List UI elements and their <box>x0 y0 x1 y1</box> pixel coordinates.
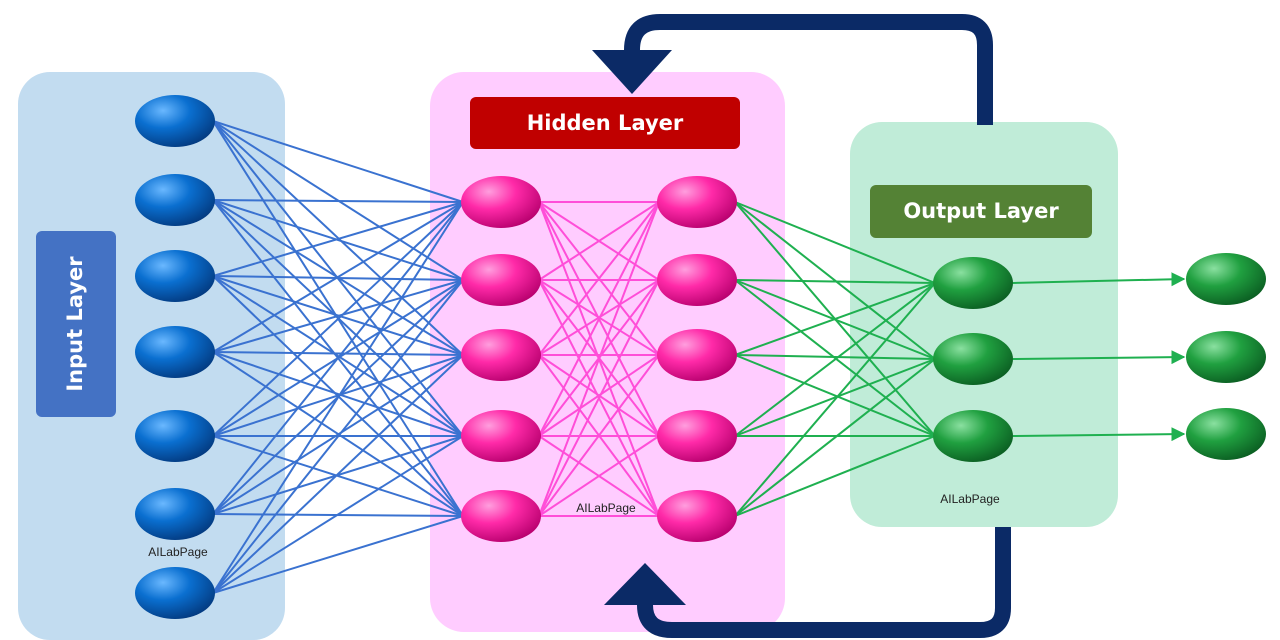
neurons <box>135 95 1266 619</box>
hidden-output-edge <box>734 282 936 517</box>
input-hidden-edge <box>212 201 464 515</box>
input-layer-label-box: Input Layer <box>36 231 116 417</box>
hidden-layer-label-box: Hidden Layer <box>470 97 740 149</box>
output-neuron <box>933 257 1013 309</box>
hidden-output-edge <box>734 282 936 437</box>
hidden-hidden-edge <box>538 354 660 517</box>
hidden-hidden-edge <box>538 354 660 437</box>
input-hidden-edge <box>212 201 464 277</box>
input-layer-label: Input Layer <box>63 256 87 392</box>
hidden-neuron <box>657 490 737 542</box>
hidden-layer-label: Hidden Layer <box>527 111 684 135</box>
output-arrow <box>1012 427 1186 442</box>
input-hidden-edge <box>212 354 464 594</box>
hidden-output-edge <box>734 354 936 360</box>
hidden-output-edge <box>734 282 936 356</box>
hidden-neuron <box>461 176 541 228</box>
hidden-output-edge <box>734 358 936 437</box>
hidden-hidden-edge <box>538 279 660 517</box>
hidden-hidden-edge <box>538 201 660 356</box>
input-neuron <box>135 174 215 226</box>
output-neuron <box>933 333 1013 385</box>
hidden-output-edge <box>734 354 936 437</box>
hidden-neuron <box>657 329 737 381</box>
input-hidden-edge <box>212 201 464 353</box>
input-hidden-edge <box>212 279 464 353</box>
hidden-output-edge <box>734 435 936 517</box>
hidden-neuron <box>461 410 541 462</box>
input-neuron <box>135 410 215 462</box>
input-hidden-edge <box>212 201 464 594</box>
final-output-neuron <box>1186 253 1266 305</box>
input-hidden-edge <box>212 201 464 437</box>
input-hidden-edge <box>212 354 464 515</box>
final-output-neuron <box>1186 408 1266 460</box>
input-hidden-edge <box>212 515 464 594</box>
feedback-loop-top <box>592 14 993 125</box>
input-hidden-edge <box>212 351 464 356</box>
hidden-hidden-edge <box>538 435 660 517</box>
hidden-neuron <box>657 176 737 228</box>
output-neuron <box>933 410 1013 462</box>
hidden-neuron <box>657 254 737 306</box>
hidden-output-edge <box>734 201 936 284</box>
input-neuron <box>135 95 215 147</box>
hidden-neuron <box>461 329 541 381</box>
output-layer-label: Output Layer <box>903 199 1059 223</box>
input-hidden-edge <box>212 279 464 594</box>
input-hidden-edge <box>212 199 464 203</box>
watermark-hidden: AILabPage <box>576 501 636 515</box>
watermark-output: AILabPage <box>940 492 1000 506</box>
input-hidden-edge <box>212 120 464 203</box>
hidden-neuron <box>461 490 541 542</box>
hidden-output-edge <box>734 358 936 517</box>
output-layer-label-box: Output Layer <box>870 185 1092 238</box>
hidden-hidden-edge <box>538 201 660 437</box>
input-hidden-edge <box>212 351 464 437</box>
hidden-neuron <box>657 410 737 462</box>
input-neuron <box>135 250 215 302</box>
input-neuron <box>135 488 215 540</box>
watermark-input: AILabPage <box>148 545 208 559</box>
feedback-loop-bottom <box>604 527 1011 638</box>
input-hidden-edge <box>212 354 464 437</box>
input-neuron <box>135 326 215 378</box>
input-hidden-edge <box>212 435 464 594</box>
hidden-output-edge <box>734 279 936 284</box>
hidden-hidden-edge <box>538 201 660 517</box>
final-output-neuron <box>1186 331 1266 383</box>
input-hidden-edge <box>212 275 464 437</box>
hidden-hidden-edge <box>538 201 660 281</box>
output-arrow <box>1012 350 1186 365</box>
input-neuron <box>135 567 215 619</box>
hidden-neuron <box>461 254 541 306</box>
output-arrow <box>1012 272 1186 287</box>
connections <box>212 120 1186 594</box>
